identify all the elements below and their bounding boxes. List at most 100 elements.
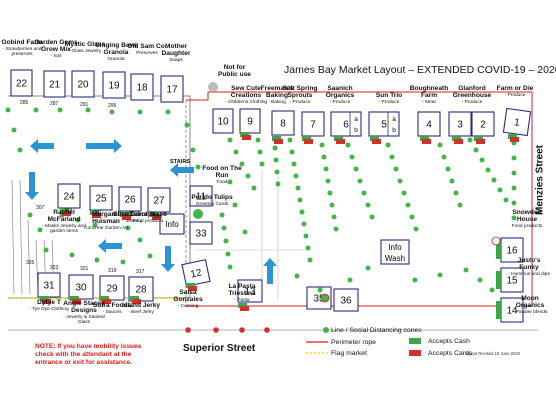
booth-box: [160, 75, 184, 103]
cone-dot: [109, 109, 115, 115]
flow-arrow: [263, 258, 277, 284]
cone-dot: [227, 137, 233, 143]
card-badge-icon: [274, 139, 283, 144]
cash-badge-icon: [70, 296, 79, 301]
vendor-label: Sutra Foods- Sauces: [89, 302, 135, 315]
vendor-label: Dytye T- Tye Dye Clothing: [26, 299, 72, 312]
booth-number: 3: [457, 120, 463, 131]
cash-badge-icon: [240, 132, 249, 137]
cash-badge-icon: [370, 136, 379, 141]
cone-dot: [33, 107, 39, 113]
cone-dot: [37, 227, 43, 233]
booth-number: 5: [381, 120, 387, 131]
booth-number: 30: [75, 283, 87, 294]
cone-dot: [273, 157, 279, 163]
vendor-name: Elise Carolyn: [113, 211, 155, 218]
booth-box: [130, 73, 154, 101]
vendor-desc: - Tye Dye Clothing: [29, 306, 69, 312]
cash-badge-icon: [150, 212, 159, 217]
booth-26: 26: [118, 186, 142, 212]
cone-dot: [365, 265, 371, 271]
cone-dot: [489, 287, 495, 293]
booth-11: 11: [189, 185, 213, 207]
cone-dot: [94, 257, 100, 263]
cone-dot: [412, 277, 418, 283]
cone-dot: [305, 245, 311, 251]
legend-rope: Perimeter rope: [331, 339, 376, 346]
vendor-name: Angie Stacey Designs: [63, 300, 105, 314]
booth-sub: b: [392, 127, 396, 134]
vendor-label: Salt Spring Sprouts- Produce: [277, 85, 323, 105]
cone-dot: [323, 166, 329, 172]
legend-cone-mark: [323, 327, 329, 333]
payment-badge: [272, 136, 283, 144]
payment-badge: [150, 212, 161, 220]
card-badge-icon: [42, 299, 51, 304]
cone-dot: [295, 185, 301, 191]
cone-dot: [251, 185, 257, 191]
vendor-desc: - Produce: [461, 99, 483, 105]
vendor-name: Justo's Funky: [517, 257, 541, 271]
vendor-name: Island Jerky: [121, 302, 161, 309]
vendor-label: Sew Cute Creations- Childrens Clothing: [223, 85, 269, 105]
cone-dot: [120, 259, 126, 265]
cone-dot: [511, 185, 517, 191]
cone-dot: [321, 154, 327, 160]
vendor-name: Mystic Glass: [64, 41, 106, 48]
cone-dot: [165, 109, 171, 115]
booth-21: 21: [43, 70, 66, 98]
booth-box: [43, 70, 66, 98]
street-dot: [239, 327, 245, 333]
vendor-desc: - Produce: [378, 99, 400, 105]
payment-badge: [452, 136, 463, 144]
cone-dot: [409, 214, 415, 220]
payment-badge: [238, 303, 249, 311]
vendor-desc: Food products: [132, 218, 164, 224]
cash-badge-icon: [272, 136, 281, 141]
vendor-name: Sew Cute Creations: [230, 85, 262, 99]
booth-number: 33: [195, 229, 207, 240]
cash-badge-icon: [420, 136, 429, 141]
cone-dot: [5, 107, 11, 113]
lot-number: 295: [108, 103, 117, 109]
card-badge-icon: [454, 139, 463, 144]
lot-number: 291: [80, 102, 89, 108]
booth-number: 14: [506, 306, 518, 317]
booth-number: 15: [506, 276, 518, 287]
cone-dot: [293, 173, 299, 179]
cone-dot: [233, 149, 239, 155]
cone-dot: [147, 253, 153, 259]
cone-dot: [232, 202, 238, 208]
vendor-desc: - Produce: [504, 92, 526, 98]
lot-number: 321: [80, 266, 89, 272]
payment-badge: [508, 134, 519, 142]
vendor-label: Sun Trio- Produce: [366, 92, 412, 105]
booth-sub: b: [354, 127, 358, 134]
vendor-desc: - Childrens Clothing: [224, 99, 268, 105]
legend-cards: Accepts Cards: [428, 350, 473, 357]
cash-badge-icon: [60, 208, 69, 213]
vendor-name: Gobind Farm: [1, 39, 43, 46]
payment-badge: [474, 136, 485, 144]
payment-badge: [100, 296, 111, 304]
cone-dot: [405, 202, 411, 208]
legend-card-icon: [409, 350, 421, 356]
cone-dot: [291, 161, 297, 167]
flow-arrow: [30, 139, 54, 153]
cone-dot: [125, 225, 131, 231]
restricted-area: [208, 82, 218, 92]
booth-box: [118, 186, 142, 212]
lot-number: 307: [36, 205, 45, 211]
cone-dot: [497, 187, 503, 193]
booth-number: 20: [77, 80, 89, 91]
cone-dot: [333, 226, 339, 232]
vendor-desc: Jewelry: [125, 218, 143, 224]
vendor-name: La Pasta Triestina: [228, 283, 256, 297]
booth-box: [237, 279, 263, 303]
booth-box: [71, 70, 95, 98]
cone-dot: [453, 190, 459, 196]
cone-dot: [17, 147, 23, 153]
